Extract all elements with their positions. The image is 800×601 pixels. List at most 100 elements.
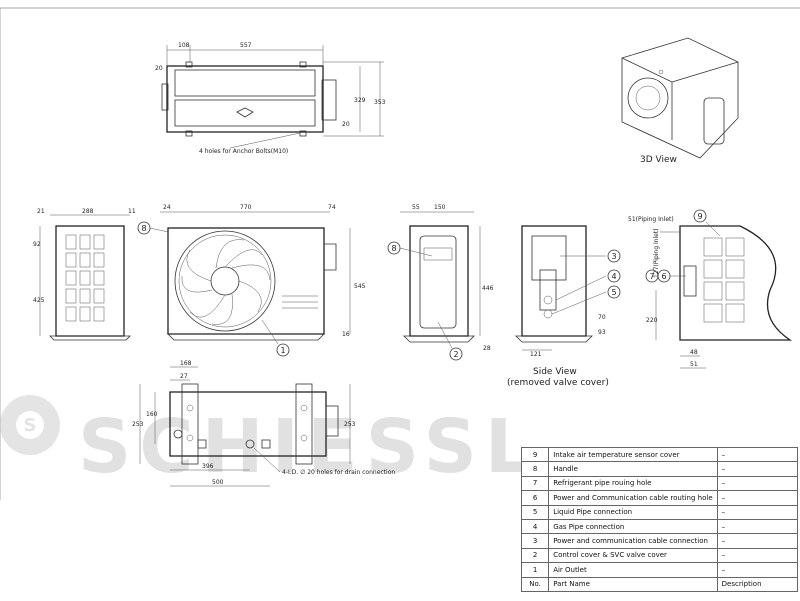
dim-bottom-253-right: 253 <box>344 421 356 428</box>
right-side-view: 51(Piping Inlet) 127(Piping Inlet) 220 4… <box>628 209 793 369</box>
row-no: 5 <box>520 504 550 520</box>
dim-left-21: 21 <box>37 208 45 215</box>
dim-right-51: 51 <box>690 361 698 368</box>
row-name: Intake air temperature sensor cover <box>548 446 718 463</box>
watermark: S SCHIESSL <box>0 395 540 490</box>
row-name: Refrigerant pipe rouing hole <box>548 475 718 492</box>
row-no: 8 <box>520 461 550 477</box>
dim-top-353: 353 <box>374 99 386 106</box>
side-view-label: Side View <box>533 367 577 377</box>
piping-inlet-side-dim: 127(Piping Inlet) <box>653 228 660 278</box>
row-no: 2 <box>520 547 550 564</box>
dim-side-150: 150 <box>434 204 446 211</box>
row-no: 7 <box>520 475 550 492</box>
row-name: Control cover & SVC valve cover <box>548 547 718 564</box>
header-no: No. <box>520 576 550 592</box>
anchor-bolts-note: 4 holes for Anchor Bolts(M10) <box>199 148 288 155</box>
dim-right-48: 48 <box>690 349 698 356</box>
header-name: Part Name <box>548 576 718 592</box>
callout-8-side: 8 <box>391 244 396 253</box>
row-desc: – <box>716 504 799 520</box>
dim-top-329: 329 <box>354 97 366 104</box>
dim-front-24: 24 <box>163 204 171 211</box>
side-view-valve: 3 4 5 70 93 121 Side View (removed valve… <box>507 225 621 388</box>
top-view: 108 557 20 329 353 20 4 holes for Anchor… <box>155 42 386 155</box>
watermark-text: SCHIESSL <box>78 404 540 490</box>
isometric-view: 3D View <box>621 37 739 165</box>
dim-front-74: 74 <box>328 204 336 211</box>
row-desc: – <box>716 446 799 463</box>
bottom-view: 168 27 160 253 253 396 500 4-I.D. ∅ 20 h… <box>132 360 395 487</box>
dim-right-220: 220 <box>646 317 658 324</box>
dim-bottom-160: 160 <box>146 411 158 418</box>
left-side-view: 21 288 11 92 425 <box>33 208 136 341</box>
row-no: 1 <box>520 562 550 578</box>
dim-top-108: 108 <box>178 42 190 49</box>
front-view: 24 770 74 545 16 8 1 <box>137 204 366 357</box>
dim-left-425: 425 <box>33 297 45 304</box>
row-desc: – <box>716 533 799 549</box>
svg-text:S: S <box>24 415 37 436</box>
row-name: Power and Communication cable routing ho… <box>548 490 718 506</box>
dim-side-55: 55 <box>412 204 420 211</box>
dim-bottom-500: 500 <box>212 479 224 486</box>
callout-8-front: 8 <box>141 224 146 233</box>
callout-1: 1 <box>280 346 285 355</box>
callout-1-circle <box>276 343 290 357</box>
row-desc: – <box>716 461 799 477</box>
row-desc: – <box>716 562 799 578</box>
row-desc: – <box>716 490 799 506</box>
dim-top-20b: 20 <box>342 121 350 128</box>
callout-2: 2 <box>453 350 458 359</box>
dim-bottom-168: 168 <box>180 360 192 367</box>
dim-bottom-253-left: 253 <box>132 421 144 428</box>
dim-side-446: 446 <box>482 285 494 292</box>
row-no: 4 <box>520 518 550 535</box>
dim-bottom-396: 396 <box>202 463 214 470</box>
callout-3: 3 <box>611 252 616 261</box>
drain-note: 4-I.D. ∅ 20 holes for drain connection <box>282 469 395 476</box>
dim-top-20a: 20 <box>155 65 163 72</box>
callout-5: 5 <box>611 288 616 297</box>
callout-4: 4 <box>611 272 616 281</box>
callout-7: 7 <box>649 272 654 281</box>
row-no: 9 <box>520 446 550 463</box>
row-desc: – <box>716 475 799 492</box>
piping-inlet-top-dim: 51(Piping Inlet) <box>628 216 674 223</box>
view-3d-label: 3D View <box>640 155 677 165</box>
row-name: Gas Pipe connection <box>548 518 718 535</box>
dim-valve-70: 70 <box>598 314 606 321</box>
row-name: Handle <box>548 461 718 477</box>
dim-front-545: 545 <box>354 283 366 290</box>
header-desc: Description <box>716 576 799 592</box>
callout-8-circle <box>137 221 151 235</box>
dim-left-288: 288 <box>82 208 94 215</box>
dim-bottom-27: 27 <box>180 373 188 380</box>
row-desc: – <box>716 518 799 535</box>
row-name: Air Outlet <box>548 562 718 578</box>
dim-side-28: 28 <box>483 345 491 352</box>
row-no: 3 <box>520 533 550 549</box>
row-name: Liquid Pipe connection <box>548 504 718 520</box>
side-view-sublabel: (removed valve cover) <box>507 378 609 388</box>
row-desc: – <box>716 547 799 564</box>
callout-9: 9 <box>697 212 702 221</box>
row-no: 6 <box>520 490 550 506</box>
dim-front-770: 770 <box>240 204 252 211</box>
dim-left-92: 92 <box>33 241 41 248</box>
dim-valve-121: 121 <box>530 351 542 358</box>
dim-front-16: 16 <box>342 331 350 338</box>
dim-valve-93: 93 <box>598 329 606 336</box>
